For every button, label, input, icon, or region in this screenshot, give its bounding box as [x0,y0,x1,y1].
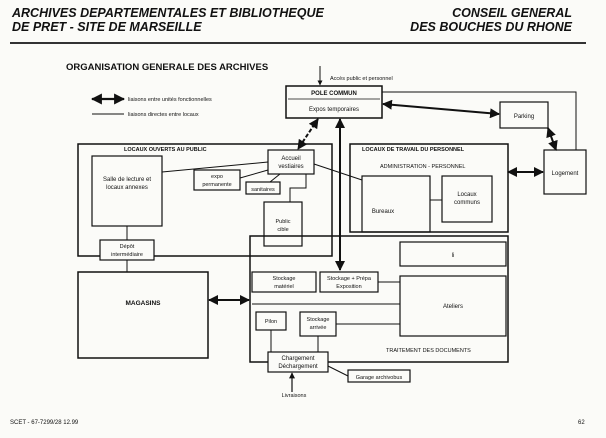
ateliers-label: Ateliers [443,304,463,310]
salle-lecture-box [91,155,163,227]
stockage-materiel-label-2: matériel [274,284,294,290]
expo-permanente-label-2: permanente [202,182,231,188]
stockage-arrivee-label-2: arrivée [310,325,327,331]
stockage-materiel-box [251,271,317,293]
locaux-communs-label-1: Locaux [457,192,476,198]
legend: liaisons entre unités fonctionnelles lia… [90,93,212,118]
depot-intermediaire-label-2: intermédiaire [111,252,143,258]
chargement-label-2: Déchargement [278,364,318,370]
expos-temporaires-label: Expos temporaires [309,107,359,113]
parking-logement-arrow [546,127,558,151]
locaux-communs-box [441,175,493,223]
legend-functional-label: liaisons entre unités fonctionnelles [128,97,212,103]
locaux-ouverts-box [77,143,333,257]
locaux-communs-label-2: communs [454,200,480,206]
acces-public-label: Accès public et personnel [330,76,393,82]
logement-label: Logement [552,171,579,177]
pole-commun-box [285,85,383,119]
salle-lecture-label-2: locaux annexes [106,185,148,191]
locaux-travail-label: LOCAUX DE TRAVAIL DU PERSONNEL [362,147,465,153]
bureaux-label: Bureaux [372,209,394,215]
legend-direct-label: liaisons directes entre locaux [128,112,199,118]
expo-permanente-label-1: expo [211,174,223,180]
header-rule [10,42,586,44]
expo-permanente-box [193,169,241,191]
accueil-label-2: vestiaires [278,164,303,170]
stockage-prepa-label-2: Exposition [336,284,361,290]
magasins-label: MAGASINS [125,300,161,307]
public-cible-box [263,201,303,247]
chargement-box [267,351,329,373]
header-left-line1: ARCHIVES DEPARTEMENTALES ET BIBLIOTHEQUE [12,6,324,20]
stockage-prepa-label-1: Stockage + Prépa [327,276,372,282]
chargement-label-1: Chargement [281,356,314,362]
salle-lecture-label-1: Salle de lecture et [103,177,151,183]
accueil-label-1: Accueil [281,156,300,162]
pilon-label: Pilon [265,319,277,325]
accueil-box [267,149,315,175]
pole-parking-arrow [382,99,500,119]
public-cible-label-2: cible [277,227,288,233]
bureaux-box [361,175,431,233]
stockage-materiel-label-1: Stockage [273,276,296,282]
header-left-line2: DE PRET - SITE DE MARSEILLE [12,20,202,34]
header-left: ARCHIVES DEPARTEMENTALES ET BIBLIOTHEQUE… [12,6,324,34]
footer-reference: SCET - 67-7299/28 12.99 [10,420,79,426]
pole-commun-label: POLE COMMUN [311,91,357,97]
page-number: 62 [578,420,585,426]
public-cible-label-1: Public [276,219,291,225]
garage-label: Garage archivobus [356,375,403,381]
header-right-line2: DES BOUCHES DU RHONE [410,20,572,34]
administration-label: ADMINISTRATION - PERSONNEL [380,164,465,170]
traitement-box [249,235,509,363]
sanitaires-box [245,181,281,195]
livraisons-label: Livraisons [282,393,307,399]
parking-label: Parking [514,114,534,120]
logement-box [543,149,587,195]
pole-logement-line [382,91,577,150]
magasins-box [77,271,209,359]
stockage-arrivee-label-1: Stockage [307,317,330,323]
header-right-line1: CONSEIL GENERAL [452,6,572,20]
li-box [399,241,507,267]
pole-accueil-arrow [297,118,319,150]
sanitaires-label: sanitaires [251,187,275,193]
ateliers-box [399,275,507,337]
traitement-label: TRAITEMENT DES DOCUMENTS [386,348,471,354]
locaux-travail-box [349,143,509,233]
parking-box [499,101,549,129]
li-label: li [452,253,455,259]
header-right: CONSEIL GENERAL DES BOUCHES DU RHONE [410,6,572,34]
locaux-ouverts-label: LOCAUX OUVERTS AU PUBLIC [124,147,207,153]
diagram-title: ORGANISATION GENERALE DES ARCHIVES [66,62,269,73]
depot-intermediaire-label-1: Dépôt [120,244,135,250]
stockage-arrivee-box [299,311,337,337]
